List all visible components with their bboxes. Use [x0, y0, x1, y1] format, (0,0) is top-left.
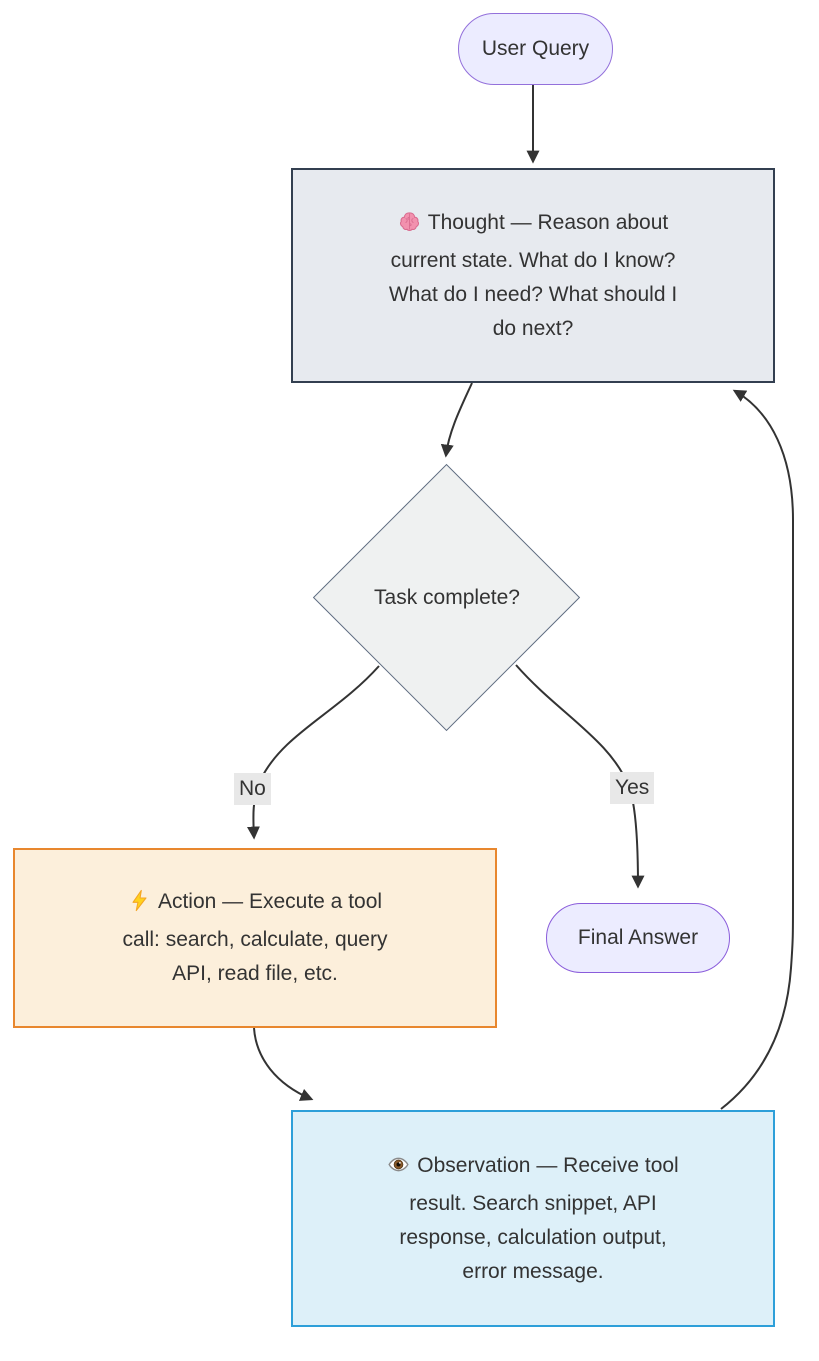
edge-label-no: No [234, 773, 271, 805]
edge-label-yes: Yes [610, 772, 655, 804]
node-observation-line-4: error message. [462, 1259, 604, 1283]
edge-decision-action-no [246, 665, 380, 840]
node-user-query: User Query [458, 13, 613, 85]
lightning-icon [128, 889, 151, 923]
node-observation-line-3: response, calculation output, [399, 1225, 667, 1249]
node-thought-line-4: do next? [492, 316, 574, 340]
edge-thought-decision [440, 382, 473, 458]
node-thought-line-2: current state. What do I know? [390, 248, 676, 272]
node-final-answer: Final Answer [546, 903, 730, 973]
node-thought-line-3: What do I need? What should I [388, 282, 678, 306]
eye-icon [387, 1153, 410, 1187]
node-action-line-3: API, read file, etc. [172, 962, 338, 985]
node-action-line-2: call: search, calculate, query [122, 928, 388, 951]
node-action-line-1: Action — Execute a tool [157, 890, 383, 913]
node-thought-line-1: Thought — Reason about [427, 210, 669, 234]
edge-action-observation [253, 1027, 314, 1101]
node-observation-line-1: Observation — Receive tool [417, 1153, 679, 1177]
node-thought: Thought — Reason about current state. Wh… [291, 168, 775, 383]
node-decision-label: Task complete? [374, 585, 520, 609]
node-final-answer-label: Final Answer [577, 926, 699, 949]
node-observation-line-2: result. Search snippet, API [409, 1191, 657, 1215]
brain-icon [398, 210, 421, 244]
edge-observation-thought-loop [720, 389, 794, 1110]
node-decision: Task complete? [322, 503, 572, 692]
node-user-query-label: User Query [481, 37, 590, 60]
node-action: Action — Execute a tool call: search, ca… [13, 848, 497, 1028]
node-observation: Observation — Receive tool result. Searc… [291, 1110, 775, 1327]
